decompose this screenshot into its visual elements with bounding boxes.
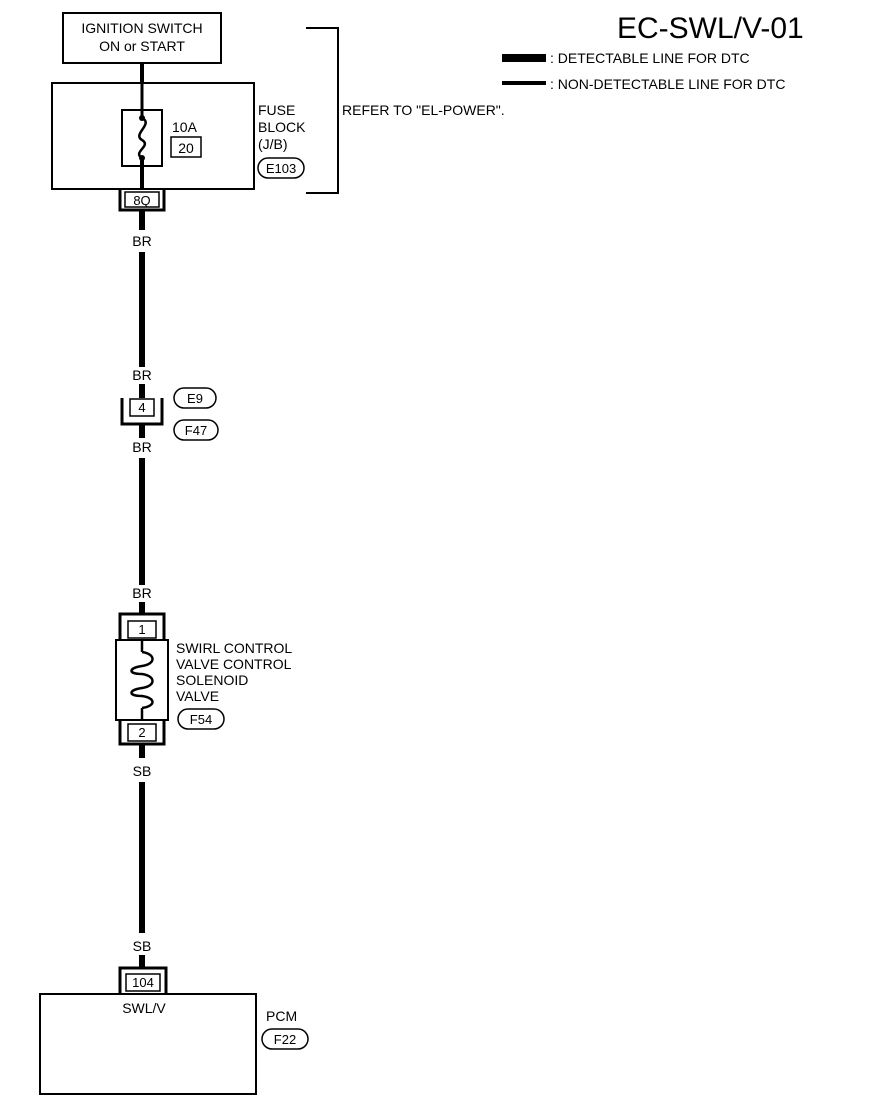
wire-3-bottom-color: SB (133, 938, 152, 954)
bracket-note: REFER TO "EL-POWER". (342, 102, 505, 118)
pcm: 104 SWL/V PCM F22 (39, 966, 309, 1095)
solenoid-connector-id: F54 (190, 712, 212, 727)
solenoid-coil-icon (130, 650, 154, 710)
joint-connector-badge-a (173, 387, 217, 409)
fuse-amperage: 10A (172, 119, 198, 135)
solenoid-label-line3: SOLENOID (176, 672, 248, 688)
joint-connector-id-b: F47 (185, 423, 207, 438)
legend-non-detectable-text: : NON-DETECTABLE LINE FOR DTC (550, 76, 785, 92)
fuse-number: 20 (178, 140, 194, 156)
joint-connector-terminal: 4 (138, 400, 145, 415)
fuse-block-label-line1: FUSE (258, 102, 295, 118)
legend-non-detectable-swatch (502, 81, 546, 85)
pcm-signal-label: SWL/V (122, 1000, 166, 1016)
ignition-switch-line1: IGNITION SWITCH (81, 20, 202, 36)
legend-detectable-text: : DETECTABLE LINE FOR DTC (550, 50, 750, 66)
fuse-block-connector-id: E103 (266, 161, 296, 176)
power-bracket: REFER TO "EL-POWER". (306, 27, 505, 194)
fuse-block-label-line2: BLOCK (258, 119, 306, 135)
wire-1-bottom-color: BR (132, 367, 151, 383)
ignition-switch: IGNITION SWITCH ON or START (62, 12, 222, 64)
joint-connector-id-a: E9 (187, 391, 203, 406)
solenoid-connector-badge (177, 708, 225, 730)
wire-2-top-color: BR (132, 439, 151, 455)
solenoid-label-line2: VALVE CONTROL (176, 656, 292, 672)
fuse-block-label-line3: (J/B) (258, 136, 288, 152)
pcm-connector-badge (261, 1028, 309, 1050)
wire-1-top-color: BR (132, 233, 151, 249)
legend: : DETECTABLE LINE FOR DTC : NON-DETECTAB… (502, 50, 785, 92)
joint-connector: 4 E9 F47 (120, 387, 219, 441)
pcm-label: PCM (266, 1008, 297, 1024)
wire-3-top-color: SB (133, 763, 152, 779)
solenoid-label-line1: SWIRL CONTROL (176, 640, 292, 656)
fuse-icon (137, 116, 147, 160)
ignition-switch-line2: ON or START (99, 38, 185, 54)
pcm-connector-id: F22 (274, 1032, 296, 1047)
solenoid-label-line4: VALVE (176, 688, 219, 704)
joint-connector-badge-b (173, 419, 219, 441)
solenoid-terminal-top: 1 (138, 622, 145, 637)
solenoid-terminal-bottom: 2 (138, 725, 145, 740)
page-title: EC-SWL/V-01 (617, 12, 804, 45)
swirl-solenoid-valve: 1 2 SWIRL CONTROL VALVE CONTROL SOLENOID… (115, 612, 292, 746)
fuse-terminal-label: 8Q (133, 193, 150, 208)
fuse-block: 10A 20 FUSE BLOCK (J/B) E103 (51, 82, 306, 190)
wire-2-bottom-color: BR (132, 585, 151, 601)
legend-detectable-swatch (502, 54, 546, 62)
fuse-terminal-connector: 8Q (118, 189, 166, 212)
fuse-number-box (170, 136, 202, 158)
fuse-block-connector-badge (257, 157, 305, 179)
pcm-terminal: 104 (132, 975, 154, 990)
